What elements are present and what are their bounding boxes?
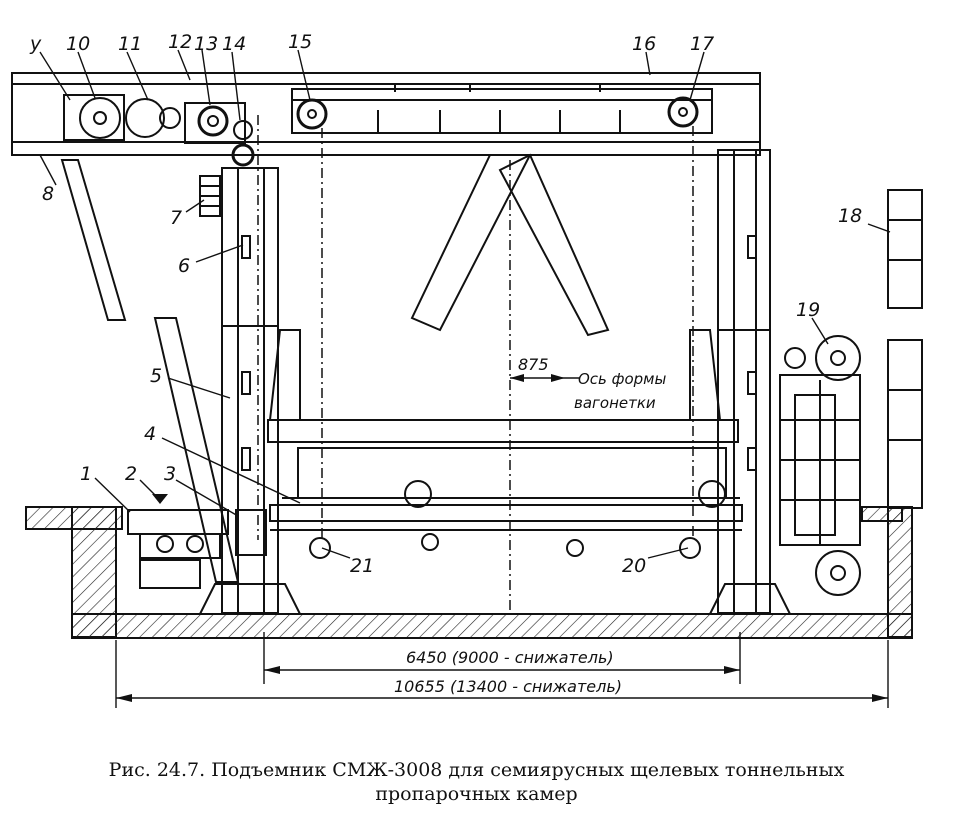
form-carriage	[267, 153, 743, 559]
right-column	[708, 149, 792, 615]
label-17: 17	[690, 33, 714, 55]
label-5: 5	[150, 365, 162, 387]
right-units	[779, 189, 923, 596]
label-14: 14	[222, 33, 246, 55]
label-18: 18	[838, 205, 862, 227]
label-1: 1	[80, 463, 92, 485]
label-y: у	[29, 33, 42, 55]
label-10: 10	[66, 33, 90, 55]
label-12: 12	[168, 31, 192, 53]
label-8: 8	[42, 183, 54, 205]
top-frame	[11, 72, 761, 156]
caption-line-1: Рис. 24.7. Подъемник СМЖ-3008 для семияр…	[108, 759, 845, 781]
left-supports	[60, 159, 267, 589]
label-21: 21	[350, 555, 374, 577]
label-13: 13	[194, 33, 218, 55]
label-3: 3	[164, 463, 176, 485]
label-7: 7	[170, 207, 182, 229]
label-16: 16	[632, 33, 656, 55]
label-6: 6	[178, 255, 190, 277]
label-4: 4	[144, 423, 156, 445]
caption-line-2: пропарочных камер	[375, 783, 578, 805]
left-column	[198, 167, 302, 615]
dim-10655: 10655 (13400 - снижатель)	[394, 677, 622, 696]
axis-annotation-line1: Ось формы	[578, 370, 667, 388]
dim-875: 875	[518, 355, 549, 374]
label-2: 2	[125, 463, 137, 485]
label-15: 15	[288, 31, 312, 53]
dimension-lines	[115, 377, 889, 708]
dimension-arrows	[116, 374, 888, 702]
drive-mechanism	[63, 94, 699, 167]
label-11: 11	[118, 33, 142, 55]
dim-6450: 6450 (9000 - снижатель)	[406, 648, 614, 667]
label-20: 20	[622, 555, 646, 577]
arrow-2-icon	[152, 494, 168, 504]
label-19: 19	[796, 299, 820, 321]
axis-annotation-line2: вагонетки	[574, 394, 656, 412]
foundation-pit	[25, 506, 913, 639]
lifting-chains	[257, 99, 694, 610]
